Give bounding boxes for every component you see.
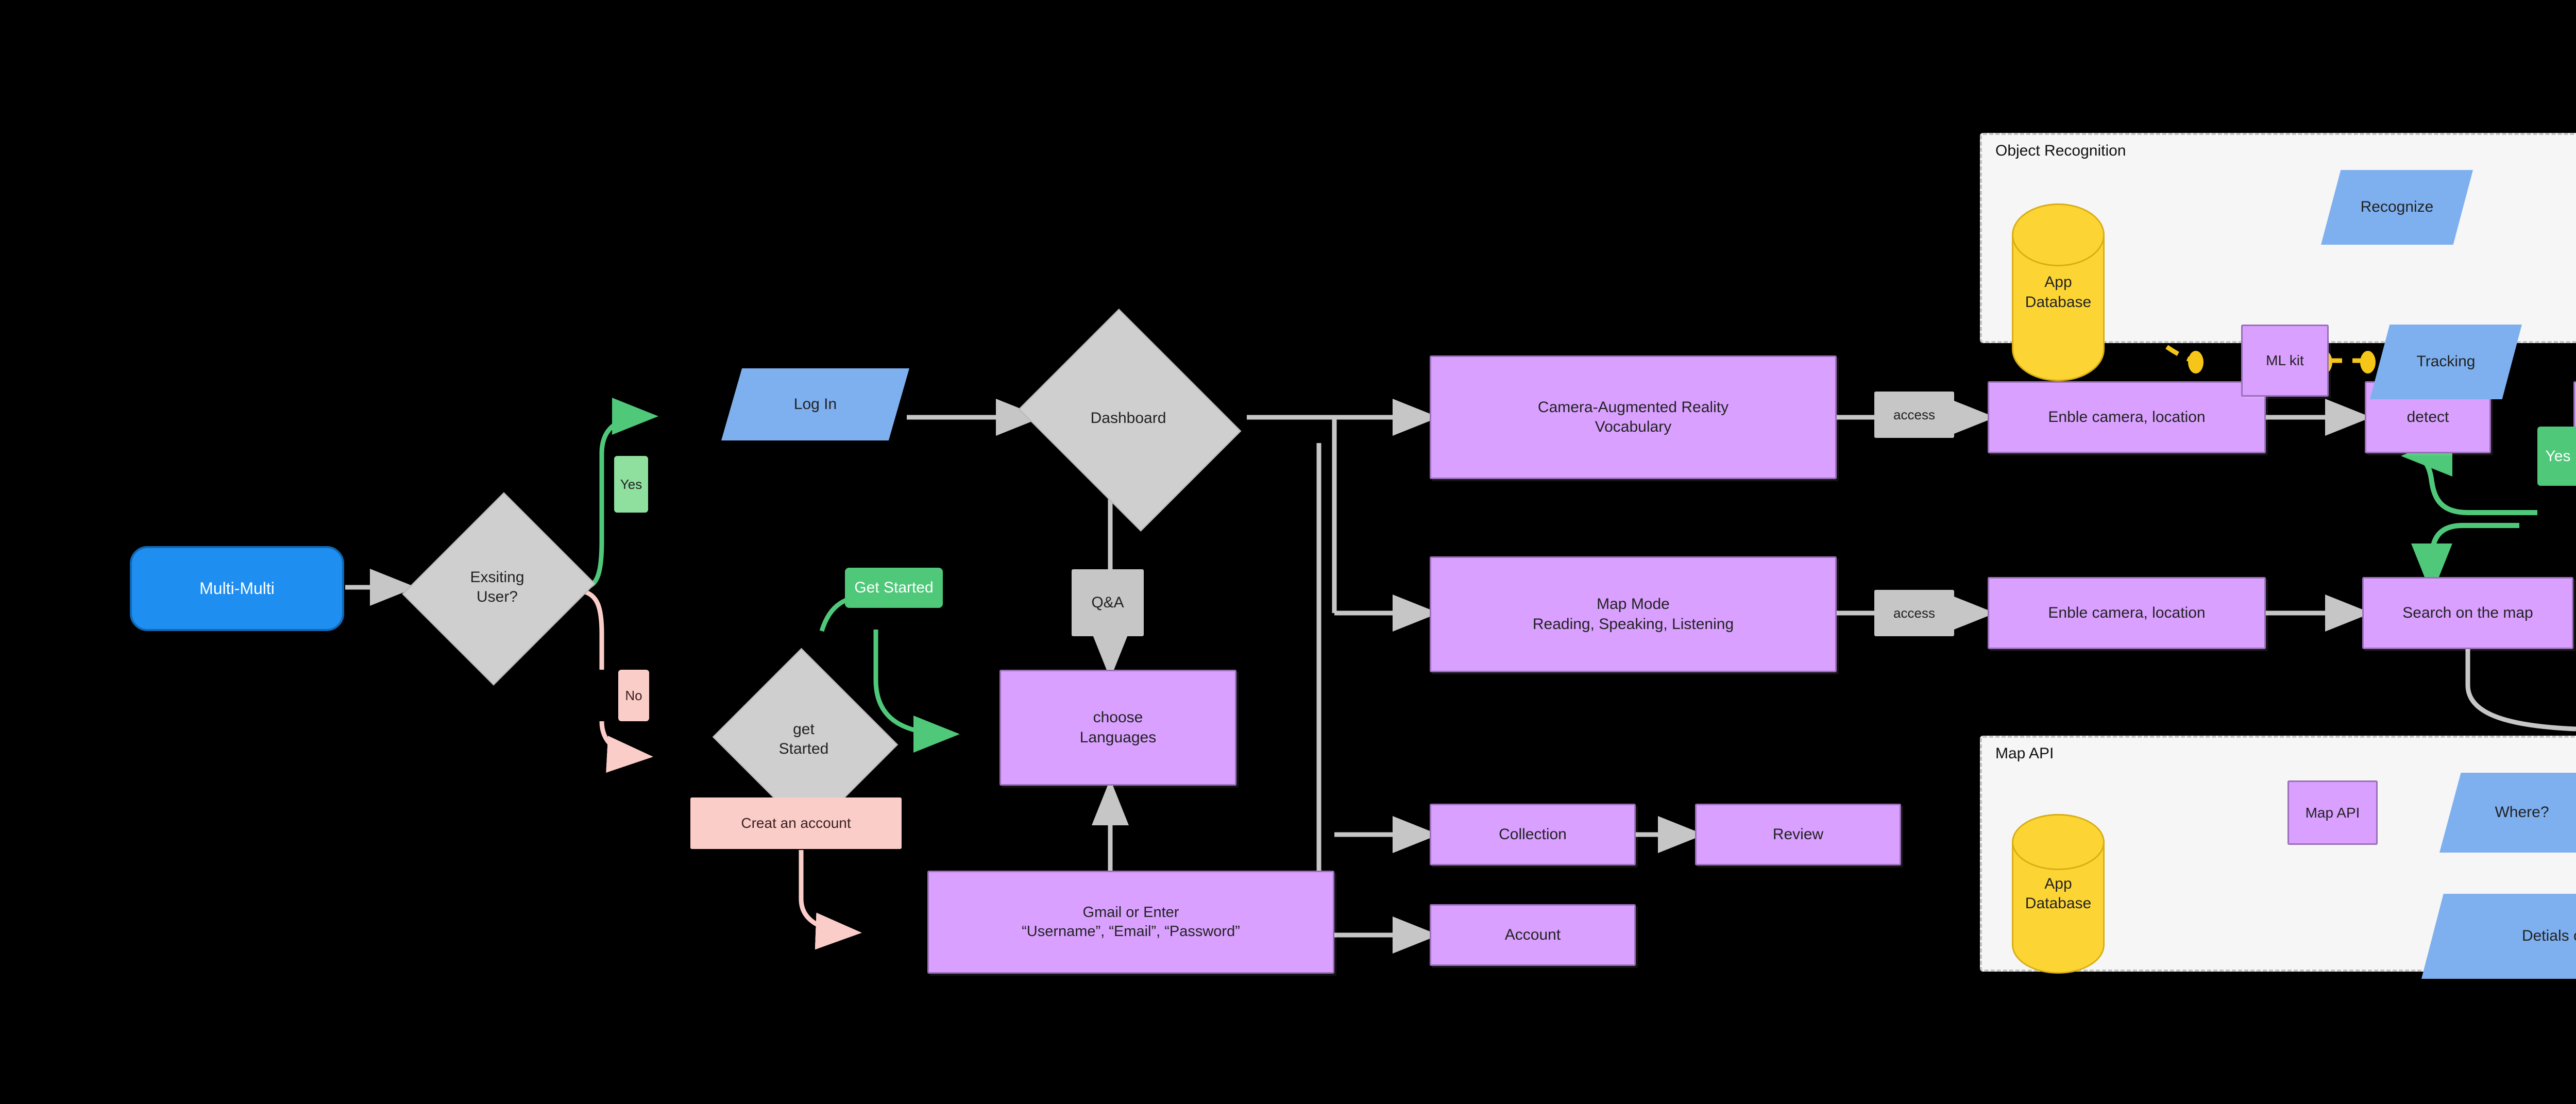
edge-label-access-2: access	[1874, 590, 1954, 636]
edge-label-yes-login-text: Yes	[620, 476, 642, 492]
node-log-in-label: Log In	[793, 395, 837, 413]
node-details-of-places-label: Detials of places	[2521, 927, 2576, 945]
node-ml-kit-label: ML kit	[2266, 352, 2304, 369]
subgraph-object-recognition-title: Object Recognition	[1995, 142, 2126, 159]
node-review[interactable]: Review	[1695, 804, 1901, 865]
node-start-label: Multi-Multi	[199, 579, 275, 598]
node-existing-user-decision[interactable]: Exsiting User?	[402, 487, 596, 688]
node-recognize[interactable]: Recognize	[2321, 170, 2473, 245]
subgraph-map-api-title: Map API	[1995, 745, 2054, 762]
node-map-api-label: Map API	[2305, 804, 2360, 821]
node-recognize-label: Recognize	[2360, 198, 2434, 216]
node-collection-label: Collection	[1499, 825, 1567, 843]
node-choose-languages[interactable]: choose Languages	[999, 670, 1236, 786]
node-choose-languages-label: choose Languages	[1079, 709, 1157, 746]
edge-label-yes-detect-text: Yes	[2545, 447, 2571, 465]
edge-label-qa-text: Q&A	[1091, 594, 1124, 611]
node-gmail-enter[interactable]: Gmail or Enter “Username”, “Email”, “Pas…	[927, 871, 1334, 974]
edge-label-creat-account: Creat an account	[690, 797, 902, 849]
edge-label-access-2-text: access	[1893, 605, 1935, 621]
edge-label-access-1: access	[1874, 392, 1954, 438]
node-gmail-enter-label: Gmail or Enter “Username”, “Email”, “Pas…	[1022, 904, 1240, 940]
node-existing-user-label: Exsiting User?	[470, 568, 524, 605]
node-map-mode-label: Map Mode Reading, Speaking, Listening	[1532, 596, 1734, 633]
node-camera-ar-vocabulary[interactable]: Camera-Augmented Reality Vocabulary	[1430, 355, 1837, 479]
edge-label-qa: Q&A	[1072, 569, 1144, 636]
node-review-label: Review	[1772, 825, 1824, 843]
node-detect-label: detect	[2406, 408, 2449, 426]
edge-label-access-1-text: access	[1893, 406, 1935, 422]
node-app-database-1[interactable]: App Database	[2012, 203, 2105, 381]
node-enable-camera-1[interactable]: Enble camera, location	[1988, 381, 2266, 453]
node-enable-camera-1-label: Enble camera, location	[2048, 408, 2206, 426]
cylinder-cap	[2012, 203, 2105, 267]
node-search-on-map[interactable]: Search on the map	[2362, 577, 2573, 649]
node-app-database-1-label: App Database	[2025, 274, 2092, 311]
node-account-label: Account	[1504, 926, 1561, 943]
node-where[interactable]: Where?	[2439, 773, 2576, 853]
node-get-started-label: get Started	[778, 720, 829, 757]
node-map-api[interactable]: Map API	[2287, 780, 2378, 845]
node-dashboard-decision[interactable]: Dashboard	[1007, 309, 1249, 532]
node-app-database-2[interactable]: App Database	[2012, 814, 2105, 974]
edge-label-get-started-text: Get Started	[854, 579, 934, 596]
node-map-mode[interactable]: Map Mode Reading, Speaking, Listening	[1430, 556, 1837, 672]
node-app-database-2-label: App Database	[2025, 875, 2092, 912]
node-collection[interactable]: Collection	[1430, 804, 1636, 865]
node-get-started-decision[interactable]: get Started	[708, 648, 899, 834]
node-dashboard-label: Dashboard	[1090, 410, 1166, 427]
node-enable-camera-2[interactable]: Enble camera, location	[1988, 577, 2266, 649]
node-enable-camera-2-label: Enble camera, location	[2048, 604, 2206, 621]
edge-label-no-getstarted-text: No	[625, 687, 642, 703]
node-log-in[interactable]: Log In	[721, 368, 909, 440]
edge-label-creat-account-text: Creat an account	[741, 815, 851, 831]
node-tracking-label: Tracking	[2416, 353, 2476, 370]
node-ml-kit[interactable]: ML kit	[2241, 325, 2329, 397]
edge-label-no-getstarted: No	[618, 670, 649, 721]
node-start[interactable]: Multi-Multi	[130, 546, 344, 631]
edge-label-yes-detect: Yes	[2537, 427, 2576, 486]
node-where-label: Where?	[2495, 804, 2549, 821]
edge-label-get-started: Get Started	[845, 568, 943, 608]
node-camera-ar-vocabulary-label: Camera-Augmented Reality Vocabulary	[1537, 398, 1729, 435]
edge-label-yes-login: Yes	[614, 456, 648, 513]
node-search-on-map-label: Search on the map	[2402, 604, 2533, 621]
node-details-of-places[interactable]: Detials of places	[2421, 894, 2576, 979]
cylinder-cap	[2012, 814, 2105, 871]
node-account[interactable]: Account	[1430, 904, 1636, 966]
node-tracking[interactable]: Tracking	[2370, 325, 2522, 399]
